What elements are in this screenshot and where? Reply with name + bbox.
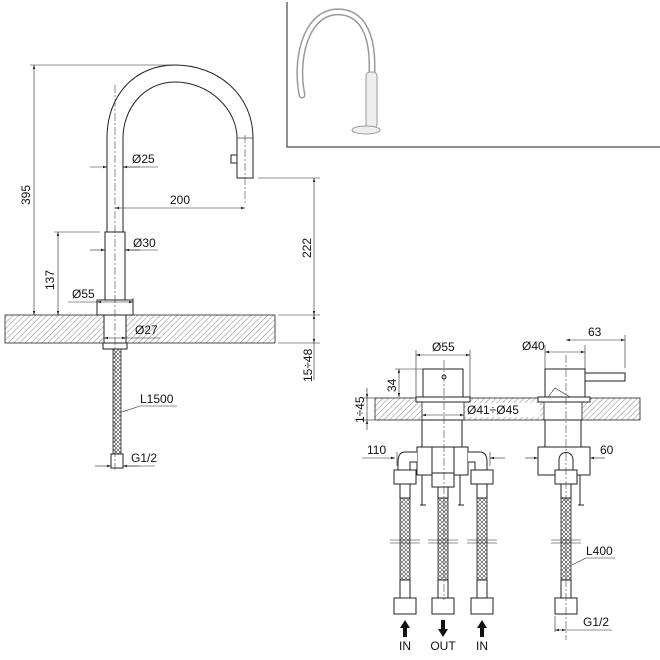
dim-thread-right: G1/2: [583, 615, 609, 629]
dim-mixer-dia: Ø40: [522, 339, 545, 353]
spout: [106, 64, 254, 233]
product-preview-inset: [286, 2, 660, 148]
flow-label-out: OUT: [430, 639, 456, 653]
arrow-up-icon: [477, 620, 487, 637]
dim-spout-height: 222: [300, 238, 314, 258]
right-mixer-view: IN OUT IN Ø55 34 1÷45 Ø41÷Ø45 110 Ø40: [353, 325, 641, 653]
arrow-up-icon: [400, 620, 410, 637]
dim-hose-length: L1500: [140, 392, 174, 406]
flow-label-in-left: IN: [399, 639, 411, 653]
dim-hole-dia: Ø27: [135, 323, 158, 337]
dim-body-dia: Ø55: [432, 340, 455, 354]
dim-width-right: 60: [600, 443, 614, 457]
arrow-down-icon: [438, 620, 448, 637]
dim-height-total: 395: [19, 185, 33, 205]
dim-body-height: 34: [385, 378, 399, 392]
dim-base-dia: Ø55: [72, 287, 95, 301]
dim-pipe-dia-lower: Ø30: [133, 236, 156, 250]
flow-label-in-right: IN: [476, 639, 488, 653]
dim-thread: G1/2: [131, 451, 157, 465]
dim-hose-length-right: L400: [586, 544, 613, 558]
dim-pipe-dia-upper: Ø25: [132, 152, 155, 166]
dim-counter-thickness: 15÷48: [301, 348, 315, 382]
hoses: [390, 469, 584, 615]
supply-hose: [112, 348, 122, 455]
dim-width-left: 110: [367, 443, 386, 457]
dim-base-height: 137: [43, 270, 57, 290]
left-faucet-view: 395 137 Ø25 200 Ø30 Ø55 Ø27 222: [4, 64, 320, 470]
dim-spout-reach: 200: [170, 193, 190, 207]
countertop-section: [4, 314, 276, 344]
dim-lever-reach: 63: [588, 325, 602, 339]
dim-hole-dia-range: Ø41÷Ø45: [467, 403, 519, 417]
flow-arrows: IN OUT IN: [399, 620, 488, 653]
dim-counter-thickness-right: 1÷45: [353, 396, 367, 423]
